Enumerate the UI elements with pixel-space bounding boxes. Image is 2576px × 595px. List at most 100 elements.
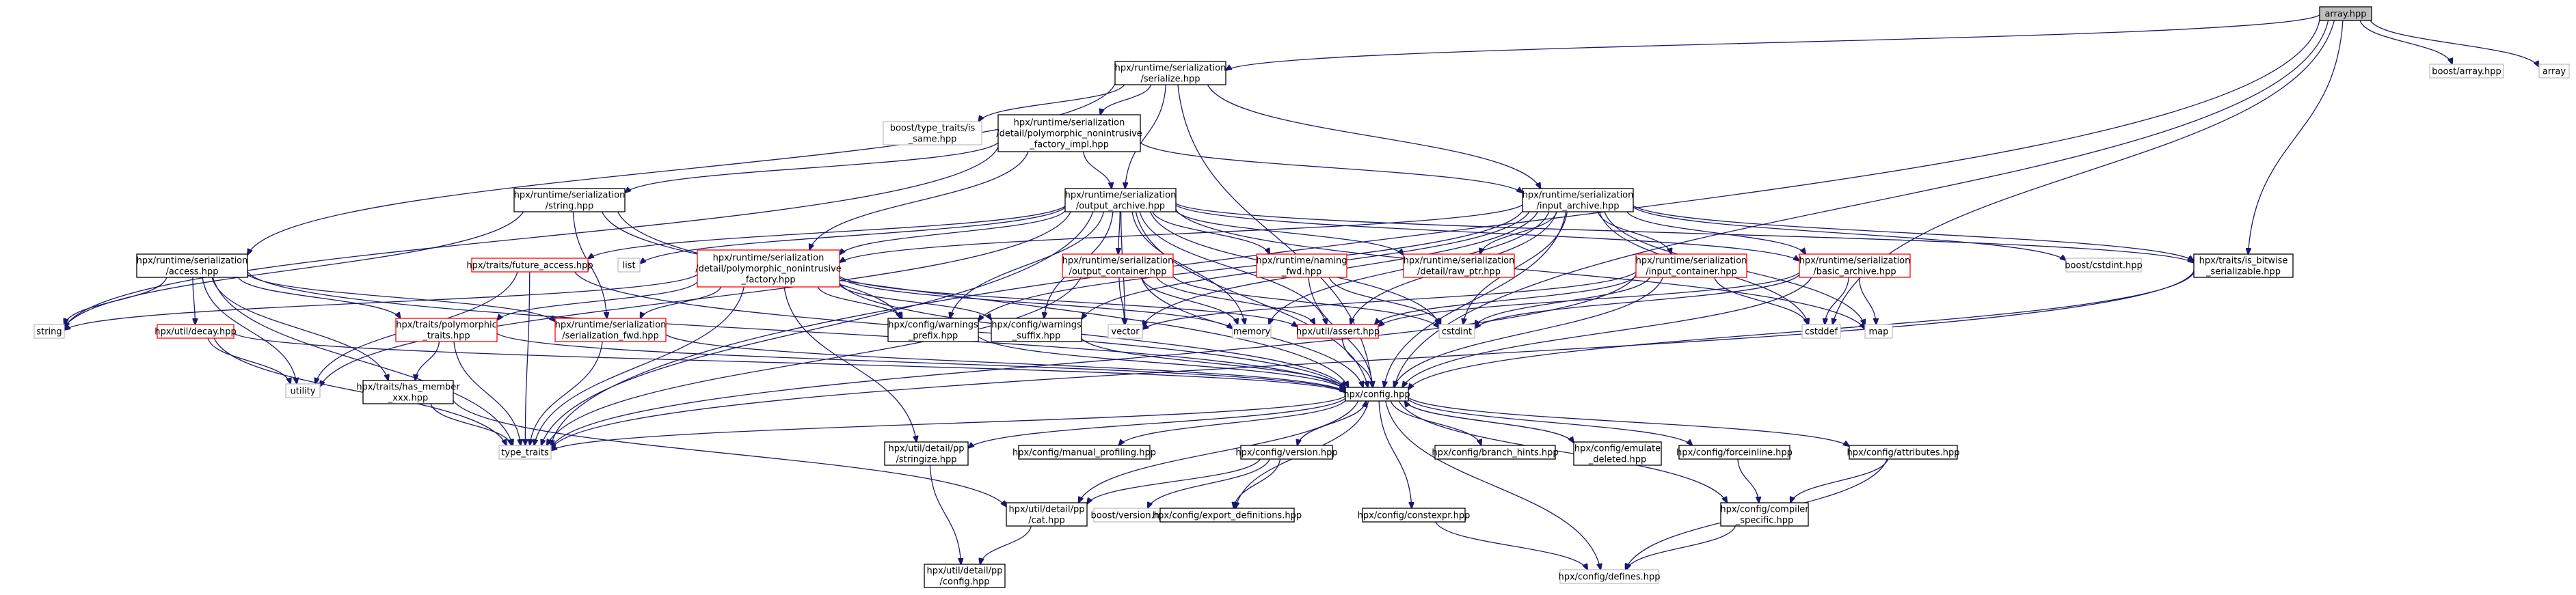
edge-decay-to-config xyxy=(233,333,1345,393)
node-label: hpx/config/branch_hints.hpp xyxy=(1432,448,1558,458)
node-label: hpx/util/detail/pp xyxy=(927,566,1003,577)
node-has_member[interactable]: hpx/traits/has_member_xxx.hpp xyxy=(356,380,460,404)
node-box xyxy=(1159,508,1295,523)
edge-array_hpp-to-config xyxy=(1394,20,2329,387)
node-string_hpp[interactable]: hpx/runtime/serialization/string.hpp xyxy=(513,188,626,212)
node-emulate_deleted[interactable]: hpx/config/emulate_deleted.hpp xyxy=(1573,441,1662,466)
edge-config-to-compiler_specific xyxy=(1398,400,1727,503)
node-poly_traits[interactable]: hpx/traits/polymorphic_traits.hpp xyxy=(395,318,498,342)
node-label: hpx/traits/is_bitwise xyxy=(2199,256,2288,266)
node-label: boost/type_traits/is xyxy=(890,124,976,134)
node-warn_suffix[interactable]: hpx/config/warnings_suffix.hpp xyxy=(991,318,1082,342)
node-label: hpx/traits/future_access.hpp xyxy=(466,261,593,271)
node-box xyxy=(2538,64,2570,79)
node-pnf_impl[interactable]: hpx/runtime/serialization/detail/polymor… xyxy=(996,114,1142,152)
edge-input_container-to-config xyxy=(1393,277,1664,387)
edge-access-to-utility xyxy=(202,277,297,384)
edge-input_archive-to-pnf xyxy=(840,204,1523,262)
edge-stringize-to-pp_config xyxy=(929,465,961,564)
node-vector: vector xyxy=(1108,324,1143,339)
edge-config-to-attributes xyxy=(1408,397,1849,446)
node-label: /stringize.hpp xyxy=(896,455,956,465)
node-box xyxy=(1522,188,1634,212)
node-box xyxy=(1799,253,1911,278)
node-array_hpp[interactable]: array.hpp xyxy=(2319,6,2372,21)
edge-version-to-boost_version xyxy=(1148,458,1270,508)
edge-access-to-poly_traits xyxy=(237,277,400,318)
node-future_access[interactable]: hpx/traits/future_access.hpp xyxy=(466,258,593,273)
node-is_bitwise[interactable]: hpx/traits/is_bitwise_serializable.hpp xyxy=(2193,253,2294,278)
node-stringize[interactable]: hpx/util/detail/pp/stringize.hpp xyxy=(884,441,969,466)
edge-input_archive-to-config xyxy=(1384,211,1567,387)
edge-input_archive-to-warn_prefix xyxy=(978,210,1523,320)
edge-warn_prefix-to-config xyxy=(978,336,1345,390)
edge-input_container-to-assert xyxy=(1375,275,1637,324)
node-compiler_specific[interactable]: hpx/config/compiler_specific.hpp xyxy=(1720,502,1809,527)
node-label: boost/array.hpp xyxy=(2432,67,2501,77)
node-output_container[interactable]: hpx/runtime/serialization/output_contain… xyxy=(1062,253,1174,278)
edge-string_hpp-to-string xyxy=(64,211,524,327)
edge-input_container-to-cstdint xyxy=(1475,277,1650,327)
node-label: hpx/config/version.hpp xyxy=(1235,448,1337,458)
node-assert[interactable]: hpx/util/assert.hpp xyxy=(1296,324,1380,339)
edge-access-to-has_member xyxy=(211,277,388,380)
node-cat[interactable]: hpx/util/detail/pp/cat.hpp xyxy=(1006,502,1088,527)
node-box xyxy=(1559,569,1659,584)
node-forceinline[interactable]: hpx/config/forceinline.hpp xyxy=(1676,445,1793,460)
node-access[interactable]: hpx/runtime/serialization/access.hpp xyxy=(136,253,248,278)
node-label: _factory_impl.hpp xyxy=(1029,140,1109,150)
node-label: _traits.hpp xyxy=(422,331,470,342)
edge-input_archive-to-basic_archive xyxy=(1626,211,1806,254)
edge-poly_traits-to-has_member xyxy=(415,341,440,380)
node-label: hpx/runtime/serialization xyxy=(555,320,667,331)
node-version[interactable]: hpx/config/version.hpp xyxy=(1235,445,1338,460)
edge-access-to-decay xyxy=(192,277,196,324)
node-label: string xyxy=(36,327,62,337)
edge-is_bitwise-to-config xyxy=(1408,273,2195,389)
node-manual_prof[interactable]: hpx/config/manual_profiling.hpp xyxy=(1012,445,1156,460)
edge-access-to-type_traits xyxy=(212,277,513,445)
edge-config-to-type_traits xyxy=(551,396,1346,450)
node-warn_prefix[interactable]: hpx/config/warnings_prefix.hpp xyxy=(887,318,979,342)
node-config[interactable]: hpx/config.hpp xyxy=(1343,387,1410,402)
edge-input_archive-to-is_bitwise xyxy=(1633,205,2194,261)
node-basic_archive[interactable]: hpx/runtime/serialization/basic_archive.… xyxy=(1799,253,1911,278)
node-box xyxy=(1108,324,1143,339)
edge-output_archive-to-naming_fwd xyxy=(1152,211,1270,254)
edge-access-to-string xyxy=(64,277,167,324)
node-label: /string.hpp xyxy=(546,202,594,212)
node-label: hpx/runtime/serialization xyxy=(137,256,248,266)
node-attributes[interactable]: hpx/config/attributes.hpp xyxy=(1847,445,1960,460)
node-ser_fwd[interactable]: hpx/runtime/serialization/serialization_… xyxy=(554,318,667,342)
edge-basic_archive-to-assert xyxy=(1378,272,1800,326)
node-label: list xyxy=(622,261,635,271)
node-input_container[interactable]: hpx/runtime/serialization/input_containe… xyxy=(1635,253,1747,278)
node-box xyxy=(1232,324,1272,339)
node-pnf[interactable]: hpx/runtime/serialization/detail/polymor… xyxy=(695,249,842,288)
edge-config-to-stringize xyxy=(968,398,1346,448)
nodes-layer: array.hpp hpx/runtime/serialization/seria… xyxy=(33,6,2570,588)
edge-output_container-to-cstdint xyxy=(1172,276,1439,328)
edge-config-to-branch_hints xyxy=(1390,400,1481,445)
node-box xyxy=(513,188,626,212)
edge-pnf-to-type_traits xyxy=(534,286,744,445)
node-label: hpx/runtime/serialization xyxy=(1636,256,1747,266)
node-input_archive[interactable]: hpx/runtime/serialization/input_archive.… xyxy=(1522,188,1634,212)
node-naming_fwd[interactable]: hpx/runtime/naming_fwd.hpp xyxy=(1256,253,1347,278)
node-label: /serialize.hpp xyxy=(1141,74,1200,85)
node-branch_hints[interactable]: hpx/config/branch_hints.hpp xyxy=(1432,445,1559,460)
node-decay[interactable]: hpx/util/decay.hpp xyxy=(155,324,237,339)
node-label: /input_container.hpp xyxy=(1646,267,1737,277)
node-constexpr[interactable]: hpx/config/constexpr.hpp xyxy=(1358,508,1471,523)
node-box xyxy=(1362,508,1466,523)
edge-has_member-to-type_traits xyxy=(430,403,512,445)
edge-constexpr-to-defines xyxy=(1435,521,1587,570)
node-pp_config[interactable]: hpx/util/detail/pp/config.hpp xyxy=(924,564,1006,588)
node-output_archive[interactable]: hpx/runtime/serialization/output_archive… xyxy=(1064,188,1177,212)
edge-poly_traits-to-type_traits xyxy=(453,341,521,445)
edge-array_hpp-to-boost_array xyxy=(2359,20,2452,64)
node-serialize[interactable]: hpx/runtime/serialization/serialize.hpp xyxy=(1114,61,1226,85)
node-raw_ptr[interactable]: hpx/runtime/serialization/detail/raw_ptr… xyxy=(1403,253,1515,278)
node-export_defs[interactable]: hpx/config/export_definitions.hpp xyxy=(1153,508,1302,523)
node-box xyxy=(33,324,65,339)
